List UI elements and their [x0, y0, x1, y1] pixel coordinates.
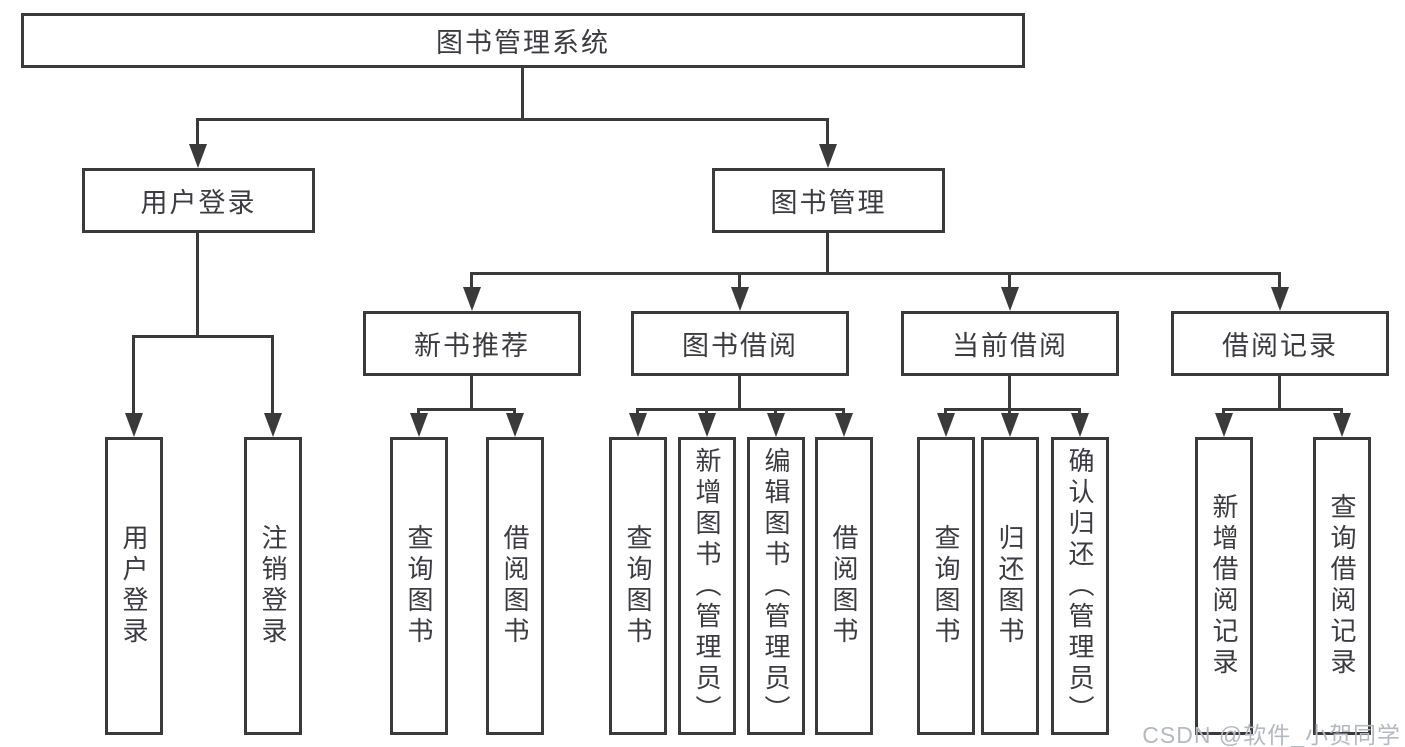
- node-logout: 注销登录: [244, 437, 302, 735]
- arrow-down-icon: [819, 144, 837, 168]
- arrow-down-icon: [767, 413, 785, 437]
- connector-bar: [417, 408, 516, 411]
- arrow-down-icon: [1333, 413, 1351, 437]
- node-label: 查询图书: [404, 524, 434, 648]
- connector-root-bar: [196, 118, 829, 121]
- connector-drop-line: [417, 408, 420, 417]
- connector-drop-line: [1340, 408, 1343, 417]
- connector-book-mgmt-stem: [826, 233, 829, 272]
- node-label: 查询图书: [623, 524, 653, 648]
- node-library-management-system: 图书管理系统: [21, 13, 1025, 68]
- connector-user-login-bar: [132, 335, 274, 338]
- connector-stem: [738, 376, 741, 408]
- connector-drop-line: [1008, 408, 1011, 417]
- node-borrow-books: 借阅图书: [815, 437, 873, 735]
- connector-root-stem: [521, 68, 524, 118]
- connector-drop-line: [1222, 408, 1225, 417]
- arrow-down-icon: [410, 413, 428, 437]
- arrow-down-icon: [264, 413, 282, 437]
- arrow-down-icon: [1271, 287, 1289, 311]
- node-label: 确认归还（管理员）: [1065, 446, 1095, 726]
- node-add-book-admin: 新增图书（管理员）: [678, 437, 736, 735]
- node-return-books: 归还图书: [981, 437, 1039, 735]
- arrow-down-icon: [1001, 287, 1019, 311]
- connector-drop-line: [842, 408, 845, 417]
- node-new-book-recommend: 新书推荐: [363, 311, 581, 376]
- connector-bar: [636, 408, 845, 411]
- node-add-borrow-record: 新增借阅记录: [1195, 437, 1253, 735]
- connector-drop-line: [705, 408, 708, 417]
- connector-stem: [1008, 376, 1011, 408]
- node-book-borrowing: 图书借阅: [631, 311, 849, 376]
- node-query-books: 查询图书: [609, 437, 667, 735]
- connector-bar: [1222, 408, 1343, 411]
- connector-book-mgmt-bar: [470, 272, 1281, 275]
- connector-drop-line: [636, 408, 639, 417]
- node-label: 注销登录: [258, 524, 288, 648]
- node-query-books: 查询图书: [390, 437, 448, 735]
- arrow-down-icon: [1001, 413, 1019, 437]
- node-label: 新增借阅记录: [1209, 493, 1239, 679]
- node-label: 图书管理系统: [436, 28, 610, 58]
- connector-drop-line: [470, 272, 473, 289]
- node-user-login: 用户登录: [82, 168, 315, 233]
- connector-drop-line: [132, 335, 135, 415]
- node-current-borrowing: 当前借阅: [901, 311, 1119, 376]
- node-label: 查询借阅记录: [1327, 493, 1357, 679]
- node-label: 新增图书（管理员）: [692, 446, 722, 726]
- node-label: 编辑图书（管理员）: [761, 446, 791, 726]
- node-label: 归还图书: [995, 524, 1025, 648]
- arrow-down-icon: [189, 144, 207, 168]
- watermark: CSDN @软件_小贺同学: [1142, 722, 1401, 747]
- connector-drop-line: [774, 408, 777, 417]
- node-borrow-records: 借阅记录: [1171, 311, 1389, 376]
- node-label: 查询图书: [931, 524, 961, 648]
- connector-drop-line: [826, 118, 829, 146]
- connector-bar: [944, 408, 1081, 411]
- connector-drop-line: [1008, 272, 1011, 289]
- connector-stem: [1278, 376, 1281, 408]
- node-label: 用户登录: [140, 188, 257, 218]
- arrow-down-icon: [1071, 413, 1089, 437]
- connector-drop-line: [196, 118, 199, 146]
- node-confirm-return-admin: 确认归还（管理员）: [1051, 437, 1109, 735]
- arrow-down-icon: [1215, 413, 1233, 437]
- arrow-down-icon: [937, 413, 955, 437]
- connector-drop-line: [513, 408, 516, 417]
- arrow-down-icon: [835, 413, 853, 437]
- connector-drop-line: [1278, 272, 1281, 289]
- node-label: 借阅记录: [1222, 331, 1338, 361]
- arrow-down-icon: [463, 287, 481, 311]
- node-label: 借阅图书: [500, 524, 530, 648]
- connector-drop-line: [944, 408, 947, 417]
- connector-drop-line: [738, 272, 741, 289]
- arrow-down-icon: [125, 413, 143, 437]
- connector-drop-line: [1078, 408, 1081, 417]
- node-borrow-books: 借阅图书: [486, 437, 544, 735]
- node-query-books: 查询图书: [917, 437, 975, 735]
- node-label: 图书管理: [770, 188, 887, 218]
- node-label: 图书借阅: [682, 331, 798, 361]
- node-edit-book-admin: 编辑图书（管理员）: [747, 437, 805, 735]
- node-user-login-leaf: 用户登录: [105, 437, 163, 735]
- node-book-management: 图书管理: [712, 168, 945, 233]
- arrow-down-icon: [731, 287, 749, 311]
- connector-user-login-stem: [196, 233, 199, 335]
- node-query-borrow-record: 查询借阅记录: [1313, 437, 1371, 735]
- arrow-down-icon: [629, 413, 647, 437]
- node-label: 新书推荐: [414, 331, 530, 361]
- connector-drop-line: [271, 335, 274, 415]
- node-label: 用户登录: [119, 524, 149, 648]
- connector-stem: [470, 376, 473, 408]
- arrow-down-icon: [698, 413, 716, 437]
- node-label: 借阅图书: [829, 524, 859, 648]
- node-label: 当前借阅: [952, 331, 1068, 361]
- arrow-down-icon: [506, 413, 524, 437]
